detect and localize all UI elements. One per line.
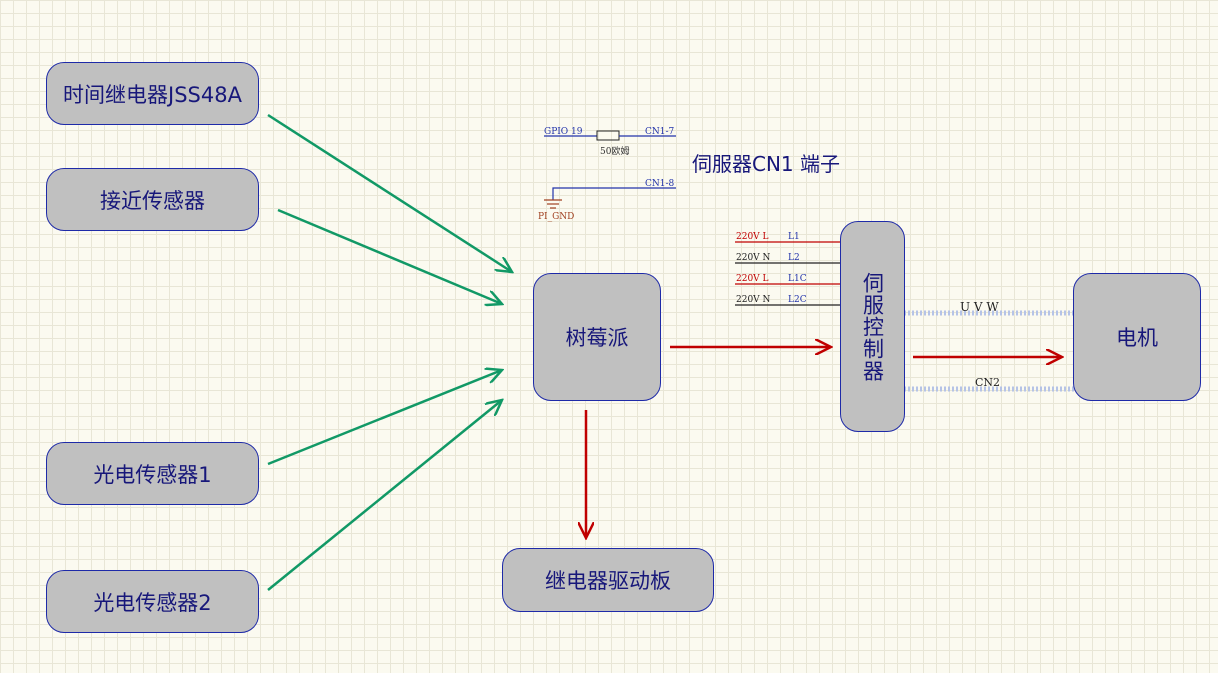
power-left-label: 220V N	[736, 253, 771, 263]
power-left-label: 220V N	[736, 295, 771, 305]
power-left-label: 220V L	[736, 274, 769, 284]
power-right-label: L2C	[788, 295, 807, 305]
power-right-label: L1C	[788, 274, 807, 284]
block-label: 时间继电器JSS48A	[63, 82, 242, 107]
block-photo-sensor-2[interactable]: 光电传感器2	[46, 570, 259, 633]
block-timer-relay[interactable]: 时间继电器JSS48A	[46, 62, 259, 125]
block-relay-board[interactable]: 继电器驱动板	[502, 548, 714, 612]
power-left-label: 220V L	[736, 232, 769, 242]
resistor-symbol	[596, 130, 620, 141]
gnd-label: PI_GND	[538, 212, 574, 222]
block-servo-controller[interactable]: 伺服控制器	[840, 221, 905, 432]
pin8-label: CN1-8	[645, 179, 675, 189]
block-photo-sensor-1[interactable]: 光电传感器1	[46, 442, 259, 505]
block-label: 伺服控制器	[860, 271, 885, 382]
resistor-label: 50欧姆	[600, 145, 629, 157]
gpio-label: GPIO 19	[544, 127, 583, 137]
block-label: 接近传感器	[100, 188, 205, 213]
block-proximity-sensor[interactable]: 接近传感器	[46, 168, 259, 231]
block-raspberry-pi[interactable]: 树莓派	[533, 273, 661, 401]
pin7-label: CN1-7	[645, 127, 675, 137]
arrow-proximity-to-pi	[277, 208, 502, 304]
ground-icon	[544, 199, 562, 209]
power-right-label: L1	[788, 232, 800, 242]
block-label: 光电传感器2	[93, 590, 212, 615]
power-right-label: L2	[788, 253, 800, 263]
cn1-schematic	[544, 130, 676, 209]
uvw-label: U V W	[960, 300, 999, 314]
block-label: 电机	[1116, 326, 1158, 350]
power-wiring	[735, 241, 840, 306]
block-label: 光电传感器1	[93, 462, 212, 487]
cn2-label: CN2	[975, 376, 1000, 389]
block-label: 继电器驱动板	[545, 569, 671, 593]
block-motor[interactable]: 电机	[1073, 273, 1201, 401]
block-label: 树莓派	[565, 326, 629, 350]
arrow-photo1-to-pi	[267, 370, 502, 466]
arrow-timer-to-pi	[267, 113, 512, 272]
arrow-photo2-to-pi	[267, 400, 502, 591]
cn1-title: 伺服器CN1 端子	[692, 152, 841, 176]
